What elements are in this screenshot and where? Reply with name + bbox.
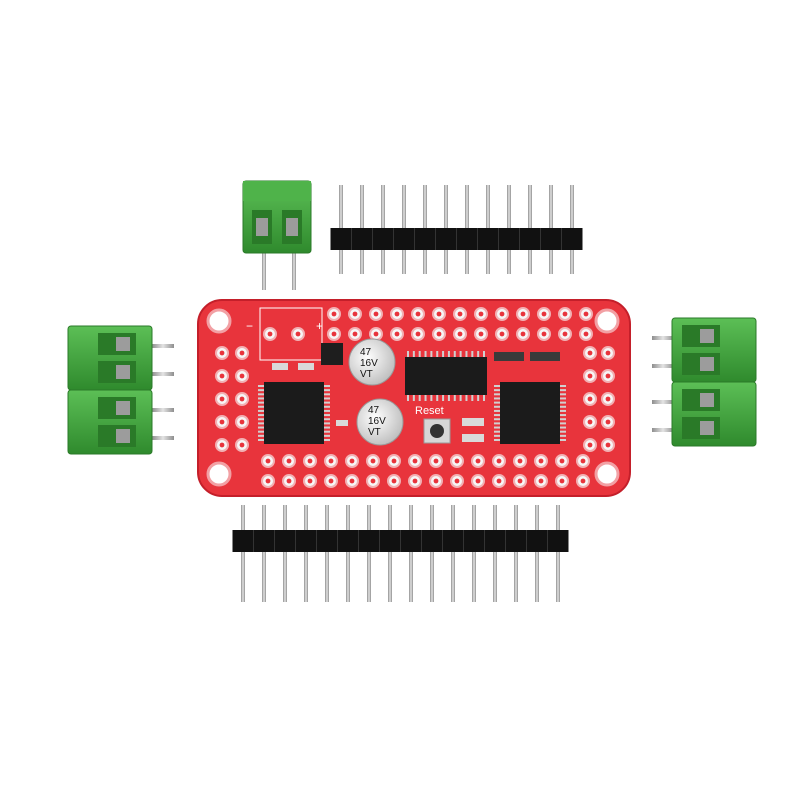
svg-text:16V: 16V (360, 358, 378, 369)
smd-components (272, 352, 560, 442)
header-strip-bottom (232, 505, 569, 602)
mounting-holes (206, 308, 620, 487)
svg-text:VT: VT (360, 369, 373, 380)
plus-label: + (316, 319, 323, 333)
controller-ic (405, 351, 487, 401)
regulator-chip (321, 343, 343, 365)
driver-ic-left (258, 382, 330, 444)
svg-text:47: 47 (360, 347, 372, 358)
pcb-board: − + (197, 299, 631, 497)
through-hole-pads (215, 307, 615, 488)
reset-button (423, 418, 451, 444)
svg-text:VT: VT (368, 427, 381, 438)
header-strip-top (330, 185, 583, 274)
reset-label: Reset (415, 405, 444, 417)
terminal-block-top (242, 180, 312, 290)
terminal-block-left (67, 325, 174, 455)
minus-label: − (246, 319, 253, 333)
capacitor-1: 47 16V VT (348, 338, 396, 386)
svg-text:16V: 16V (368, 416, 386, 427)
svg-text:47: 47 (368, 405, 380, 416)
terminal-block-right (652, 317, 757, 447)
driver-ic-right (494, 382, 566, 444)
capacitor-2: 47 16V VT (356, 398, 404, 446)
